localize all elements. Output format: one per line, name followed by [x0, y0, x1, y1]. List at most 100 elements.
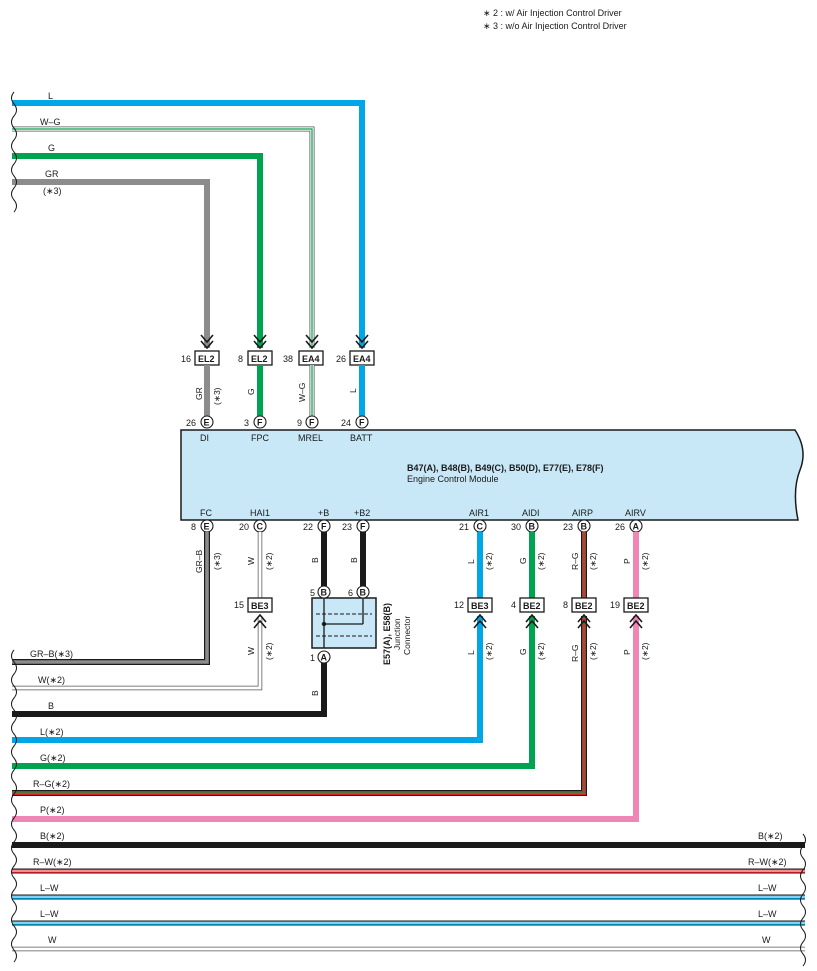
top-wire-label-l: L: [48, 91, 53, 101]
ecm-top-pin-fpc: 3 F: [244, 415, 267, 429]
ecm-bottom-pin-airp: 23 B: [563, 519, 591, 533]
pin-letter: F: [309, 418, 315, 428]
vlabel-grb-note: (∗3): [212, 552, 222, 570]
junction-pin-1: 1 A: [310, 650, 331, 664]
top-connector-3: 38 EA4: [283, 350, 324, 366]
top-connector-1: 16 EL2: [181, 350, 220, 366]
ecm-label-fc: FC: [200, 508, 212, 518]
ecm-label-mrel: MREL: [298, 433, 323, 443]
through-label-left-b: B(∗2): [40, 831, 65, 841]
through-label-left-w: W: [48, 935, 57, 945]
wire-grb: [12, 532, 210, 665]
ecm-label-b: +B: [318, 508, 329, 518]
wire-label-rg: R–G(∗2): [33, 779, 70, 789]
pin-letter: A: [633, 522, 640, 532]
vlabel-p-airv-note: (∗2): [640, 552, 650, 570]
through-label-left-rw: R–W(∗2): [33, 857, 72, 867]
through-label-right-lw1: L–W: [758, 883, 777, 893]
junction-connector: [311, 597, 377, 649]
ecm-bottom-pin-hai1: 20 C: [239, 519, 267, 533]
wire-label-w: W(∗2): [38, 675, 65, 685]
ecm-bottom-pin-airv: 26 A: [615, 519, 643, 533]
bottom-connector-code: BE2: [627, 601, 645, 611]
through-label-right-rw: R–W(∗2): [748, 857, 787, 867]
vlabel-p-airv: P: [622, 558, 632, 564]
vlabel-b-plusb: B: [310, 557, 320, 563]
vlabel-rg-lower-note: (∗2): [588, 642, 598, 660]
wire-label-g: G(∗2): [40, 753, 66, 763]
vlabel-w-note: (∗2): [264, 552, 274, 570]
bottom-connector-1: 15 BE3: [234, 597, 273, 629]
ecm-label-b2: +B2: [354, 508, 370, 518]
pin-letter: F: [359, 418, 365, 428]
ecm-label-hai1: HAI1: [250, 508, 270, 518]
pin-letter: C: [477, 522, 484, 532]
vlabel-b-lower: B: [310, 690, 320, 696]
through-label-left-lw1: L–W: [40, 883, 59, 893]
pin-num: 1: [310, 653, 315, 663]
wire-gr-top: [12, 179, 214, 350]
pin-num: 23: [563, 522, 573, 532]
vlabel-l-air1: L: [466, 559, 476, 564]
wire-label-p: P(∗2): [40, 805, 65, 815]
pin-letter: E: [204, 522, 210, 532]
through-label-right-w: W: [762, 935, 771, 945]
ecm-bottom-pin-b2: 23 F: [342, 519, 370, 533]
pin-num: 24: [341, 418, 351, 428]
bottom-connector-num: 12: [454, 600, 464, 610]
top-connector-code: EL2: [251, 354, 268, 364]
vlabel-g-lower: G: [518, 648, 528, 655]
junction-pin-5: 5 B: [310, 585, 331, 599]
vlabel-rg-airp-note: (∗2): [588, 552, 598, 570]
wire-l-air1: [12, 616, 483, 743]
ecm-label-aidi: AIDI: [522, 508, 540, 518]
vlabel-w-lower: W: [246, 647, 256, 655]
pin-letter: F: [321, 522, 327, 532]
top-connector-code: EA4: [353, 354, 371, 364]
ecm-bottom-pin-aidi: 30 B: [511, 519, 539, 533]
pin-num: 5: [310, 588, 315, 598]
wire-g-aidi: [12, 616, 535, 769]
wire-rg-airp: [12, 532, 587, 796]
bottom-connector-4: 8 BE2: [563, 597, 597, 629]
note-1: ∗ 2 : w/ Air Injection Control Driver: [483, 8, 622, 18]
ecm-label-fpc: FPC: [251, 433, 270, 443]
vlabel-gr: GR: [194, 387, 204, 400]
ecm-bottom-pin-fc: 8 E: [191, 519, 214, 533]
break-mark-bottom-left: [11, 649, 17, 963]
top-wire-label-gr: GR: [45, 169, 59, 179]
pin-letter: C: [257, 522, 264, 532]
through-label-right-b: B(∗2): [758, 831, 783, 841]
wire-w-hai1: [12, 532, 263, 691]
ecm-body: [180, 429, 804, 521]
vlabel-b-plusb2: B: [349, 557, 359, 563]
pin-letter: A: [321, 653, 328, 663]
vlabel-wg: W–G: [297, 383, 307, 402]
bottom-connector-2: 12 BE3: [454, 597, 493, 629]
top-connector-code: EL2: [198, 354, 215, 364]
pin-num: 26: [186, 418, 196, 428]
ecm-label-di: DI: [200, 433, 209, 443]
vlabel-g-lower-note: (∗2): [536, 642, 546, 660]
pin-num: 26: [615, 522, 625, 532]
wire-label-grb: GR–B(∗3): [30, 649, 73, 659]
vlabel-w-lower-note: (∗2): [264, 642, 274, 660]
bottom-connector-5: 19 BE2: [610, 597, 649, 629]
pin-num: 23: [342, 522, 352, 532]
pin-num: 8: [191, 522, 196, 532]
pin-num: 21: [459, 522, 469, 532]
pin-num: 9: [297, 418, 302, 428]
break-mark-bottom-right: [800, 833, 806, 967]
pin-letter: E: [204, 418, 210, 428]
vlabel-p-lower: P: [622, 649, 632, 655]
pin-letter: F: [257, 418, 263, 428]
bottom-connector-3: 4 BE2: [511, 597, 545, 629]
top-connector-code: EA4: [302, 354, 320, 364]
wire-wg-top: [12, 126, 319, 350]
top-connector-num: 38: [283, 354, 293, 364]
bottom-connector-num: 15: [234, 600, 244, 610]
junction-label-codes: E57(A), E58(B): [382, 603, 392, 665]
pin-num: 20: [239, 522, 249, 532]
bottom-connector-num: 8: [563, 600, 568, 610]
